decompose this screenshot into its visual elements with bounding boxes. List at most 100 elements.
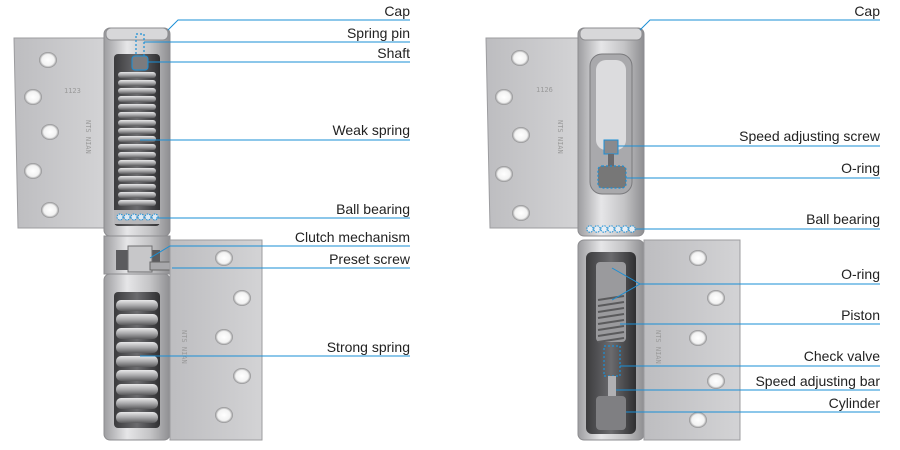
bearing-ball [151, 213, 159, 221]
piston-thread [597, 331, 625, 337]
label-speed-adjusting-bar: Speed adjusting bar [755, 373, 880, 389]
right-stamp-top: 1126 [536, 86, 553, 94]
right-labels: Cap Speed adjusting screw O-ring Ball be… [739, 3, 881, 411]
screw-hole [707, 373, 725, 389]
screw-hole [215, 329, 233, 345]
spring-coil [118, 72, 156, 78]
right-upper-window-inner [596, 60, 626, 150]
screw-hole [495, 89, 513, 105]
bearing-ball [116, 213, 124, 221]
right-leader-lines [611, 19, 880, 413]
piston-thread [597, 307, 625, 313]
spring-coil [118, 200, 156, 206]
screw-hole [689, 412, 707, 428]
spring-coil [118, 104, 156, 110]
left-stamp-side: NTS NIAN [84, 120, 92, 154]
spring-coil [118, 184, 156, 190]
left-ball-bearing-balls [116, 213, 159, 221]
right-cap [579, 27, 643, 41]
bearing-ball [123, 213, 131, 221]
right-upper-leaf-holes [495, 50, 530, 221]
leader-cap-left [167, 19, 410, 31]
spring-coil [116, 384, 158, 395]
spring-coil [118, 192, 156, 198]
screw-hole [233, 290, 251, 306]
spring-coil [118, 88, 156, 94]
right-ball-bearing-balls [586, 225, 636, 233]
screw-hole [215, 250, 233, 266]
left-clutch-mechanism [127, 245, 153, 273]
label-preset-screw: Preset screw [329, 251, 411, 267]
bearing-ball [607, 225, 615, 233]
right-piston [596, 262, 626, 342]
screw-hole [495, 166, 513, 182]
label-clutch-mechanism: Clutch mechanism [295, 229, 410, 245]
piston-thread [597, 295, 625, 301]
label-ball-bearing-right: Ball bearing [806, 211, 880, 227]
right-speed-adjusting-screw [603, 139, 619, 155]
left-strong-spring [116, 300, 158, 423]
screw-hole [512, 205, 530, 221]
spring-coil [118, 152, 156, 158]
piston-thread [597, 325, 625, 331]
screw-hole [215, 407, 233, 423]
bearing-ball [586, 225, 594, 233]
spring-coil [118, 160, 156, 166]
label-shaft: Shaft [377, 45, 410, 61]
left-upper-leaf-holes [24, 52, 59, 218]
left-stamp-lower: NTS NIAN [180, 330, 188, 364]
bearing-ball [628, 225, 636, 233]
spring-coil [116, 314, 158, 325]
right-o-ring-upper [597, 165, 627, 189]
right-stamp-lower: NTS NIAN [654, 330, 662, 364]
right-piston-threads [597, 295, 625, 343]
bearing-ball [600, 225, 608, 233]
piston-thread [597, 313, 625, 319]
right-hinge: 1126 NTS NIAN NTS NIAN [485, 27, 741, 441]
left-lower-leaf-holes [215, 250, 251, 423]
label-speed-adjusting-screw: Speed adjusting screw [739, 128, 881, 144]
label-o-ring-lower: O-ring [841, 266, 880, 282]
spring-coil [118, 176, 156, 182]
label-check-valve: Check valve [804, 348, 880, 364]
screw-hole [707, 290, 725, 306]
screw-hole [24, 163, 42, 179]
label-cap-right: Cap [854, 3, 880, 19]
left-weak-spring [118, 72, 156, 206]
right-cylinder-inner [596, 396, 626, 430]
leader-cap-right [639, 19, 880, 31]
spring-coil [116, 328, 158, 339]
screw-hole [41, 124, 59, 140]
left-preset-screw [149, 261, 173, 271]
bearing-ball [144, 213, 152, 221]
leader-clutch [149, 245, 410, 259]
label-o-ring-upper: O-ring [841, 160, 880, 176]
label-ball-bearing-left: Ball bearing [336, 201, 410, 217]
spring-coil [116, 342, 158, 353]
spring-coil [118, 136, 156, 142]
left-shaft [131, 55, 149, 71]
screw-hole [39, 52, 57, 68]
spring-coil [118, 80, 156, 86]
label-cap-left: Cap [384, 3, 410, 19]
spring-coil [118, 144, 156, 150]
screw-hole [512, 127, 530, 143]
piston-thread [597, 337, 625, 343]
left-labels: Cap Spring pin Shaft Weak spring Ball be… [295, 3, 411, 355]
label-spring-pin: Spring pin [347, 25, 410, 41]
spring-coil [118, 168, 156, 174]
leader-o-ring-lower-2 [611, 283, 641, 301]
spring-coil [116, 356, 158, 367]
screw-hole [24, 89, 42, 105]
spring-coil [116, 398, 158, 409]
spring-coil [118, 96, 156, 102]
screw-hole [233, 368, 251, 384]
bearing-ball [614, 225, 622, 233]
spring-coil [118, 112, 156, 118]
left-hinge: 1123 NTS NIAN NTS [13, 27, 263, 441]
spring-coil [116, 412, 158, 423]
bearing-ball [137, 213, 145, 221]
spring-coil [118, 128, 156, 134]
label-cylinder: Cylinder [829, 395, 881, 411]
